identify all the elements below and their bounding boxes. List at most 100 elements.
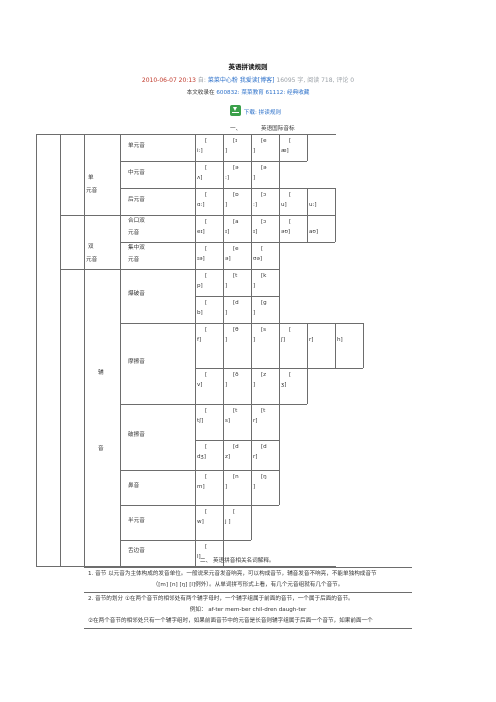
collect-line: 本文收录在 600832: 菜菜教育 61112: 经典收藏	[0, 88, 496, 96]
section1-num: 一、	[230, 126, 242, 132]
ipa-symbol: ]	[253, 484, 256, 490]
ipa-symbol: r]	[253, 454, 258, 460]
table-rule	[195, 404, 196, 440]
ipa-symbol: ]	[225, 337, 228, 343]
ipa-symbol: əʊ]	[281, 229, 291, 235]
rule-1: 1. 音节 以元音为主体构成的发音单位。一般说来元音发音响亮，可以构成音节，辅音…	[84, 568, 412, 593]
table-rule	[279, 404, 280, 440]
ipa-symbol: s]	[225, 418, 231, 424]
group-label-monophthong-b: 元音	[86, 188, 98, 194]
subcat-label: 爆破音	[128, 291, 145, 297]
table-rule	[120, 505, 195, 506]
table-rule	[279, 296, 280, 323]
ipa-symbol-open: [ɔ	[261, 219, 267, 225]
ipa-symbol-open: [t	[233, 408, 238, 414]
ipa-symbol: ʌ]	[197, 175, 203, 181]
ipa-symbol-open: [θ	[233, 327, 239, 333]
ipa-symbol: ʊə]	[253, 256, 263, 262]
table-rule	[251, 368, 252, 404]
ipa-symbol-open: [	[289, 327, 292, 333]
ipa-symbol-open: [	[205, 474, 208, 480]
ipa-symbol-open: [e	[233, 246, 239, 252]
download-label: 下载: 拼读规则	[243, 110, 282, 116]
ipa-symbol-open: [s	[261, 327, 267, 333]
table-rule	[195, 404, 279, 405]
ipa-symbol: ɪ]	[253, 229, 258, 235]
ipa-symbol-open: [t	[261, 408, 266, 414]
collect-link-a[interactable]: 600832: 菜菜教育	[216, 90, 264, 96]
table-rule	[195, 215, 196, 242]
ipa-symbol-open: [	[205, 138, 208, 144]
ipa-symbol: l]	[197, 554, 201, 560]
meta-author-link[interactable]: 菜菜中心粉	[207, 77, 238, 84]
ipa-symbol: ]	[253, 283, 256, 289]
rule-2: 2. 音节的划分 ①在两个音节的相邻处有两个辅字母时，一个辅字组属于前面的音节，…	[84, 593, 412, 629]
ipa-symbol: ɪə]	[197, 256, 205, 262]
ipa-symbol: aʊ]	[309, 229, 319, 235]
collect-link-b[interactable]: 61112: 经典收藏	[265, 90, 310, 96]
ipa-symbol: ]	[225, 148, 228, 154]
ipa-symbol: u]	[281, 202, 287, 208]
table-rule	[120, 161, 195, 162]
table-rule	[307, 215, 308, 242]
table-rule	[279, 134, 280, 161]
group-label-consonant-b: 音	[98, 446, 104, 452]
table-rule	[279, 269, 280, 296]
table-rule	[195, 566, 223, 567]
collect-label: 本文收录在	[186, 90, 215, 96]
subcat-label: 单元音	[128, 142, 145, 149]
rule-1-line-b: （[m] [n] [ŋ] [l]例外）。从单词拼写形式上看，有几个元音组就有几个…	[152, 582, 344, 588]
meta-source: 自:	[197, 77, 206, 84]
table-rule	[223, 440, 224, 470]
table-rule	[195, 242, 196, 269]
table-rule	[335, 188, 336, 215]
ipa-symbol: :]	[253, 202, 258, 208]
ipa-symbol: v]	[197, 382, 203, 388]
table-rule	[195, 323, 196, 368]
ipa-symbol: ]	[253, 310, 256, 316]
subcat-label: 摩擦音	[128, 358, 145, 365]
table-rule	[251, 161, 252, 188]
table-rule	[120, 323, 195, 324]
table-rule	[251, 470, 252, 505]
ipa-symbol: ]	[253, 382, 256, 388]
table-rule	[223, 296, 224, 323]
ipa-symbol-open: [ɔ	[261, 192, 267, 198]
subcat-label: 中元音	[128, 169, 145, 176]
section1-title: 英语国际音标	[260, 126, 295, 132]
rules-table: 1. 音节 以元音为主体构成的发音单位。一般说来元音发音响亮，可以构成音节，辅音…	[84, 567, 412, 629]
table-rule	[223, 215, 224, 242]
table-rule	[223, 540, 224, 566]
table-rule	[279, 161, 280, 188]
ipa-symbol-open: [	[205, 408, 208, 414]
group-label-diphthong-b: 元音	[86, 257, 98, 263]
ipa-symbol: ]	[225, 382, 228, 388]
table-rule	[223, 470, 224, 505]
rule-2-line-a: 2. 音节的划分 ①在两个音节的相邻处有两个辅字母时，一个辅字组属于前面的音节，…	[88, 596, 354, 602]
ipa-symbol-open: [	[205, 300, 208, 306]
download-link[interactable]: 下载: 拼读规则	[230, 105, 282, 118]
ipa-symbol-open: [	[205, 544, 208, 550]
table-rule	[120, 134, 121, 566]
ipa-symbol: ]	[225, 202, 228, 208]
table-rule	[120, 404, 195, 405]
table-rule	[195, 269, 279, 270]
ipa-symbol-open: [ɒ	[233, 192, 239, 198]
table-rule	[307, 368, 308, 404]
ipa-symbol: r]	[309, 337, 314, 343]
ipa-symbol-open: [	[205, 509, 208, 515]
ipa-symbol-open: [a	[233, 219, 239, 225]
table-rule	[279, 440, 280, 470]
table-rule	[307, 323, 308, 368]
table-rule	[195, 134, 196, 161]
ipa-symbol-open: [	[289, 219, 292, 225]
table-rule	[195, 505, 196, 540]
meta-from[interactable]: 我爱读[博客]	[239, 77, 275, 84]
group-label-diphthong: 双	[88, 244, 94, 250]
ipa-symbol-open: [	[205, 165, 208, 171]
ipa-symbol-open: [ð	[233, 372, 239, 378]
table-rule	[195, 269, 196, 296]
ipa-symbol-open: [	[261, 246, 264, 252]
table-rule	[251, 188, 252, 215]
ipa-symbol-open: [	[289, 192, 292, 198]
